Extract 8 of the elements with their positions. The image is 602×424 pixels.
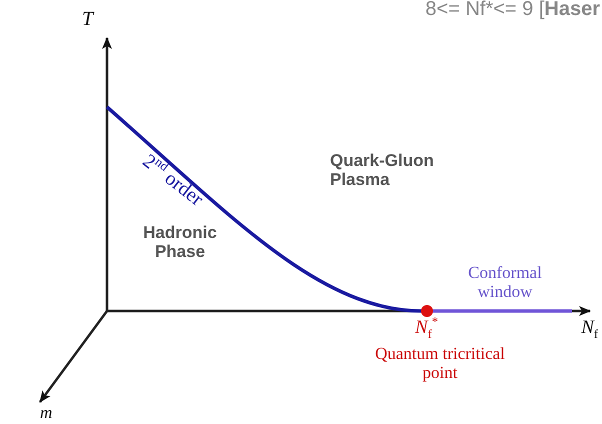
- region-label: Quark-Gluon Plasma: [330, 152, 435, 190]
- region-label: Hadronic Phase: [142, 224, 218, 262]
- point-label: Quantum tricritical point: [374, 345, 506, 382]
- region-label: Conformal window: [467, 264, 543, 302]
- axis-label: N$_{f}$: [581, 318, 598, 339]
- axis-label: T: [82, 8, 94, 30]
- axis-label: m: [40, 404, 52, 423]
- reference-note: 8<= Nf*<= 9 [Haser: [425, 0, 600, 20]
